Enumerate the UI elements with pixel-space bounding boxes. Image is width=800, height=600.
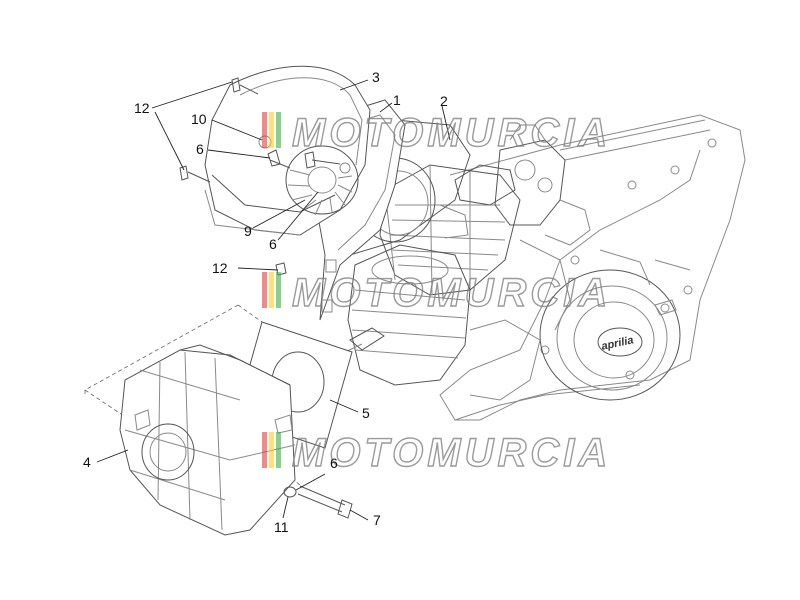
brand-logo: aprilia — [600, 334, 634, 352]
watermark-3: MOTOMURCIA — [262, 430, 611, 476]
label-5: 5 — [362, 405, 370, 421]
label-6-top: 6 — [196, 141, 204, 157]
watermark-1: MOTOMURCIA — [262, 110, 611, 156]
alignment-lines — [84, 304, 301, 486]
label-6-bottom: 6 — [330, 455, 338, 471]
label-1: 1 — [393, 92, 401, 108]
carburetor — [439, 124, 591, 246]
label-12-mid: 12 — [212, 260, 228, 276]
variator-cover: aprilia — [539, 269, 681, 401]
watermark-text-1: MOTOMURCIA — [292, 111, 611, 155]
label-12-top: 12 — [134, 100, 150, 116]
label-7: 7 — [373, 512, 381, 528]
label-4: 4 — [83, 454, 91, 470]
label-3: 3 — [372, 69, 380, 85]
label-10: 10 — [191, 111, 207, 127]
lower-frame — [469, 239, 691, 401]
label-2: 2 — [440, 93, 448, 109]
label-11: 11 — [274, 519, 289, 535]
bolt-7-washer-11 — [283, 485, 353, 519]
watermark-2: MOTOMURCIA — [262, 270, 611, 316]
label-6-mid: 6 — [269, 236, 277, 252]
part-4-cowling — [119, 344, 296, 536]
label-9: 9 — [244, 223, 252, 239]
leader-lines — [96, 79, 451, 521]
watermark-text-2: MOTOMURCIA — [292, 271, 611, 315]
screws-12 — [179, 77, 287, 276]
watermark-text-3: MOTOMURCIA — [292, 431, 611, 475]
part-3-fan-cover — [204, 65, 371, 236]
crankcase-drawing — [439, 114, 746, 421]
part-labels: 12 10 6 3 1 2 9 6 12 5 4 6 7 11 — [83, 69, 448, 535]
